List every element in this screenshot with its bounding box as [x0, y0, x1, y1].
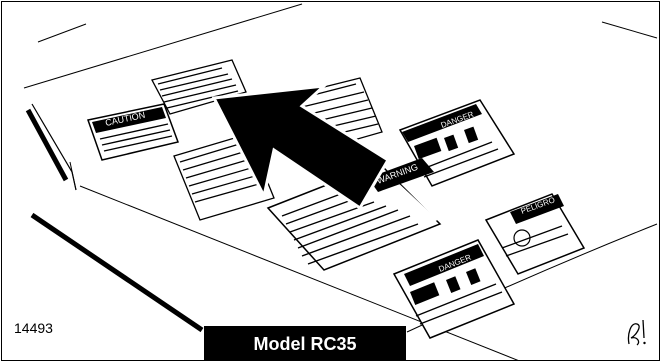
decal-instruction-small: [151, 59, 247, 115]
pointer-arrow-icon: [211, 84, 391, 211]
model-caption: Model RC35: [204, 326, 406, 360]
decal-danger-top: DANGER: [398, 99, 516, 187]
decal-danger-bottom: DANGER: [392, 239, 516, 339]
decal-peligro: PELIGRO: [484, 193, 586, 275]
signature-mark-icon: [627, 319, 646, 346]
machine-hood-illustration: CAUTION DANGER: [23, 3, 658, 360]
decal-caution: CAUTION: [87, 103, 179, 161]
figure-number: 14493: [14, 320, 53, 336]
decal-warning: WARNING: [266, 158, 442, 271]
